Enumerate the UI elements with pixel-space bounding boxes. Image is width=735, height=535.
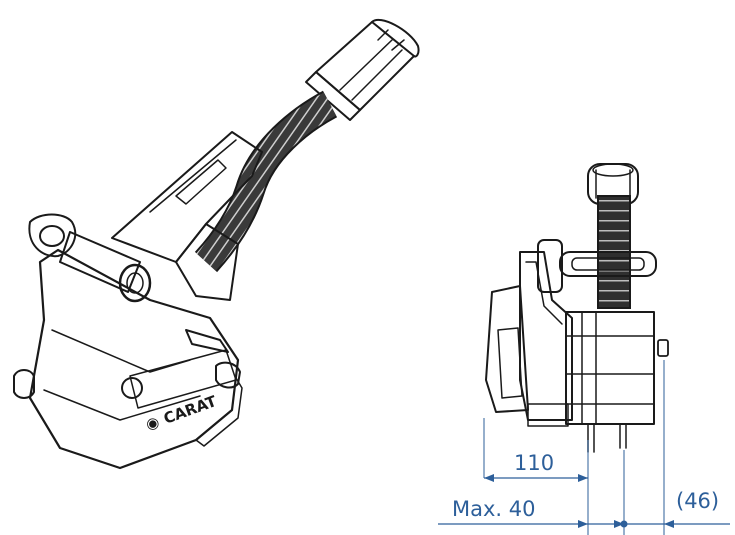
side-housing — [485, 251, 669, 453]
auxiliary-handle — [28, 213, 152, 303]
blade-guard: ◉ CARAT — [13, 248, 243, 470]
suction-adapter — [305, 19, 420, 121]
tool-isometric-view: ◉ CARAT — [13, 19, 420, 470]
dim-arrow-46 — [664, 520, 674, 528]
motor-housing — [111, 131, 263, 301]
dim-arrows-max40 — [578, 520, 624, 528]
brand-name: CARAT — [161, 392, 219, 428]
tool-side-view: 110 Max. 40 (46) — [438, 163, 730, 535]
dim-label-max40: Max. 40 — [452, 497, 536, 521]
dim-label-110: 110 — [514, 451, 554, 475]
dim-label-46: (46) — [676, 489, 719, 513]
brand-logo: ◉ — [143, 412, 161, 433]
center-point — [620, 520, 628, 528]
